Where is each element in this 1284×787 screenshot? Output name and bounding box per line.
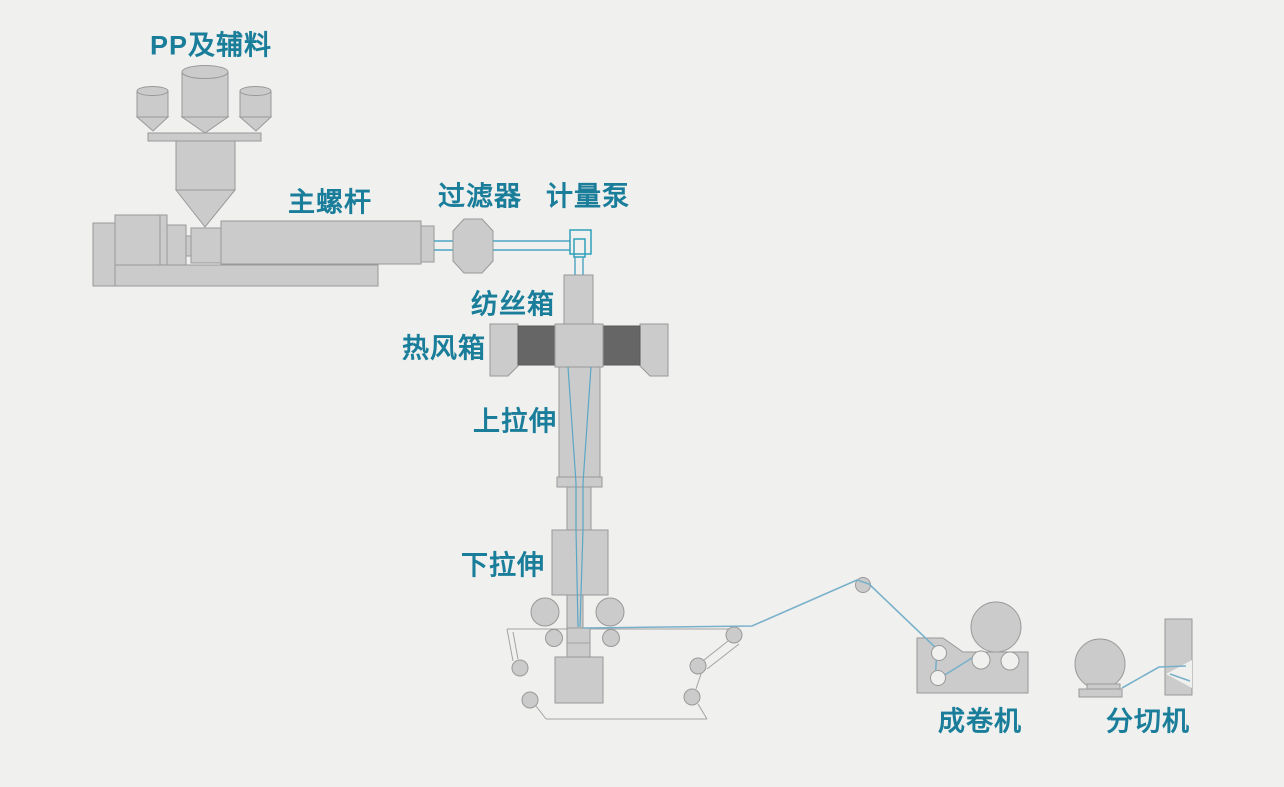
- hot-air-box-shape: [489, 323, 669, 377]
- slitter-shape: [1074, 618, 1193, 698]
- label-upper-drawing: 上拉伸: [473, 406, 557, 437]
- label-pp-materials: PP及辅料: [149, 30, 273, 61]
- filter-shape: [452, 218, 494, 274]
- label-winder: 成卷机: [938, 706, 1022, 737]
- melt-pipe-shape: [434, 240, 455, 251]
- upper-drawing-shape: [556, 365, 603, 531]
- label-metering-pump: 计量泵: [546, 181, 630, 212]
- label-lower-drawing: 下拉伸: [461, 550, 545, 581]
- label-slitter: 分切机: [1106, 706, 1190, 737]
- metering-pump-shape: [569, 229, 592, 276]
- label-main-screw: 主螺杆: [288, 187, 372, 218]
- lower-drawing-shape: [551, 529, 609, 629]
- filter-pump-pipe-shape: [493, 240, 570, 251]
- winder-shape: [582, 577, 1029, 694]
- forming-belt-shape: [506, 597, 743, 720]
- label-filter: 过滤器: [438, 181, 522, 212]
- main-screw-extruder-shape: [92, 214, 435, 287]
- spinning-box-shape: [563, 274, 594, 325]
- label-hot-air-box: 热风箱: [402, 333, 486, 364]
- feed-hoppers-shape: [135, 65, 273, 228]
- filament-lines: [567, 366, 592, 628]
- label-spinning-box: 纺丝箱: [471, 289, 555, 320]
